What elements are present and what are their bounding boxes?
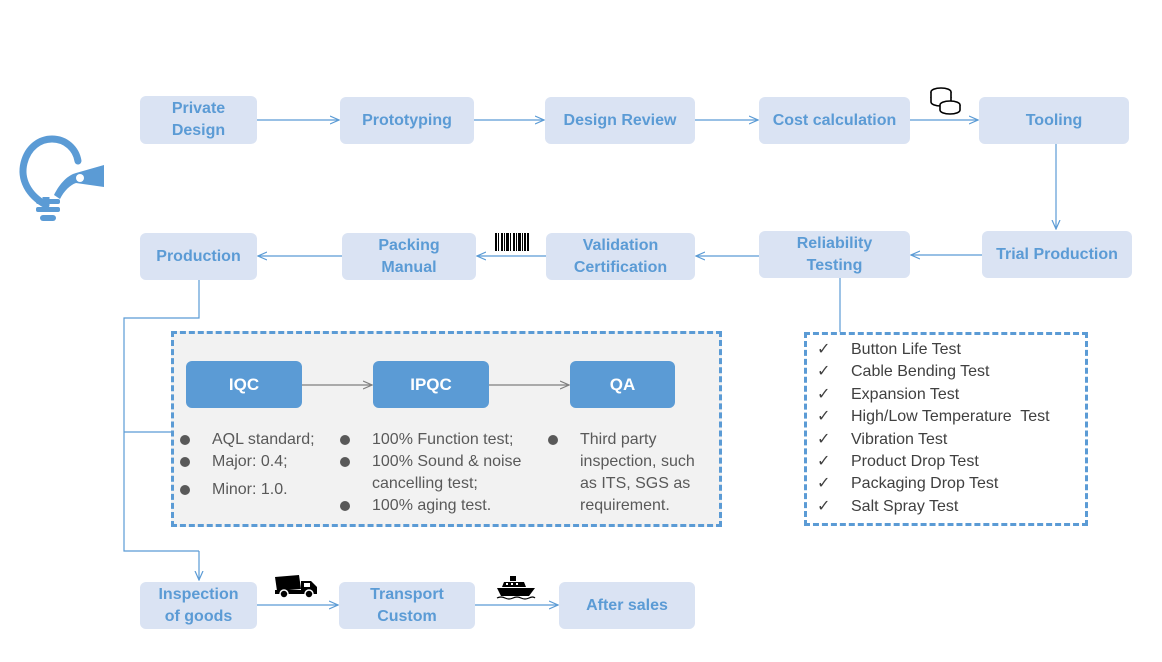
coins-icon bbox=[930, 87, 961, 115]
stage-iqc: IQC bbox=[186, 361, 302, 408]
line-production-branch bbox=[123, 280, 200, 552]
check-icon: ✓ bbox=[817, 408, 831, 426]
step-private-design: Private Design bbox=[140, 96, 257, 144]
ipqc-list: 100% Function test; 100% Sound & noise c… bbox=[340, 429, 545, 517]
truck-icon bbox=[275, 575, 317, 599]
ipqc-item: 100% Function test; bbox=[340, 429, 545, 451]
barcode-icon bbox=[495, 233, 529, 251]
lightbulb-icon bbox=[19, 135, 104, 221]
test-item: ✓Packaging Drop Test bbox=[817, 473, 1085, 495]
iqc-item: Minor: 1.0. bbox=[180, 479, 340, 501]
check-icon: ✓ bbox=[817, 475, 831, 493]
test-item: ✓Expansion Test bbox=[817, 384, 1085, 406]
check-icon: ✓ bbox=[817, 497, 831, 515]
step-tooling: Tooling bbox=[979, 97, 1129, 144]
reliability-tests-panel: ✓Button Life Test ✓Cable Bending Test ✓E… bbox=[804, 332, 1088, 526]
step-validation-certification: Validation Certification bbox=[546, 233, 695, 280]
qa-item: Third party inspection, such as ITS, SGS… bbox=[548, 429, 718, 517]
check-icon: ✓ bbox=[817, 341, 831, 358]
test-item: ✓Cable Bending Test bbox=[817, 361, 1085, 383]
step-transport-custom: Transport Custom bbox=[339, 582, 475, 629]
test-item: ✓High/Low Temperature Test bbox=[817, 406, 1085, 428]
step-reliability-testing: Reliability Testing bbox=[759, 231, 910, 278]
step-production: Production bbox=[140, 233, 257, 280]
qa-list: Third party inspection, such as ITS, SGS… bbox=[548, 429, 718, 517]
test-item: ✓Vibration Test bbox=[817, 429, 1085, 451]
stage-qa: QA bbox=[570, 361, 675, 408]
check-icon: ✓ bbox=[817, 363, 831, 381]
test-item: ✓Button Life Test bbox=[817, 339, 1085, 361]
iqc-item: Major: 0.4; bbox=[180, 451, 340, 473]
step-packing-manual: Packing Manual bbox=[342, 233, 476, 280]
ipqc-item: 100% Sound & noise cancelling test; bbox=[340, 451, 545, 495]
tests-list: ✓Button Life Test ✓Cable Bending Test ✓E… bbox=[807, 335, 1085, 518]
step-prototyping: Prototyping bbox=[340, 97, 474, 144]
iqc-item: AQL standard; bbox=[180, 429, 340, 451]
step-design-review: Design Review bbox=[545, 97, 695, 144]
test-item: ✓Salt Spray Test bbox=[817, 496, 1085, 518]
check-icon: ✓ bbox=[817, 385, 831, 403]
test-item: ✓Product Drop Test bbox=[817, 451, 1085, 473]
ipqc-item: 100% aging test. bbox=[340, 495, 545, 517]
check-icon: ✓ bbox=[817, 430, 831, 448]
step-cost-calculation: Cost calculation bbox=[759, 97, 910, 144]
step-trial-production: Trial Production bbox=[982, 231, 1132, 278]
check-icon: ✓ bbox=[817, 453, 831, 471]
step-inspection-of-goods: Inspection of goods bbox=[140, 582, 257, 629]
stage-ipqc: IPQC bbox=[373, 361, 489, 408]
iqc-list: AQL standard; Major: 0.4; Minor: 1.0. bbox=[180, 429, 340, 501]
step-after-sales: After sales bbox=[559, 582, 695, 629]
ship-icon bbox=[496, 576, 536, 600]
